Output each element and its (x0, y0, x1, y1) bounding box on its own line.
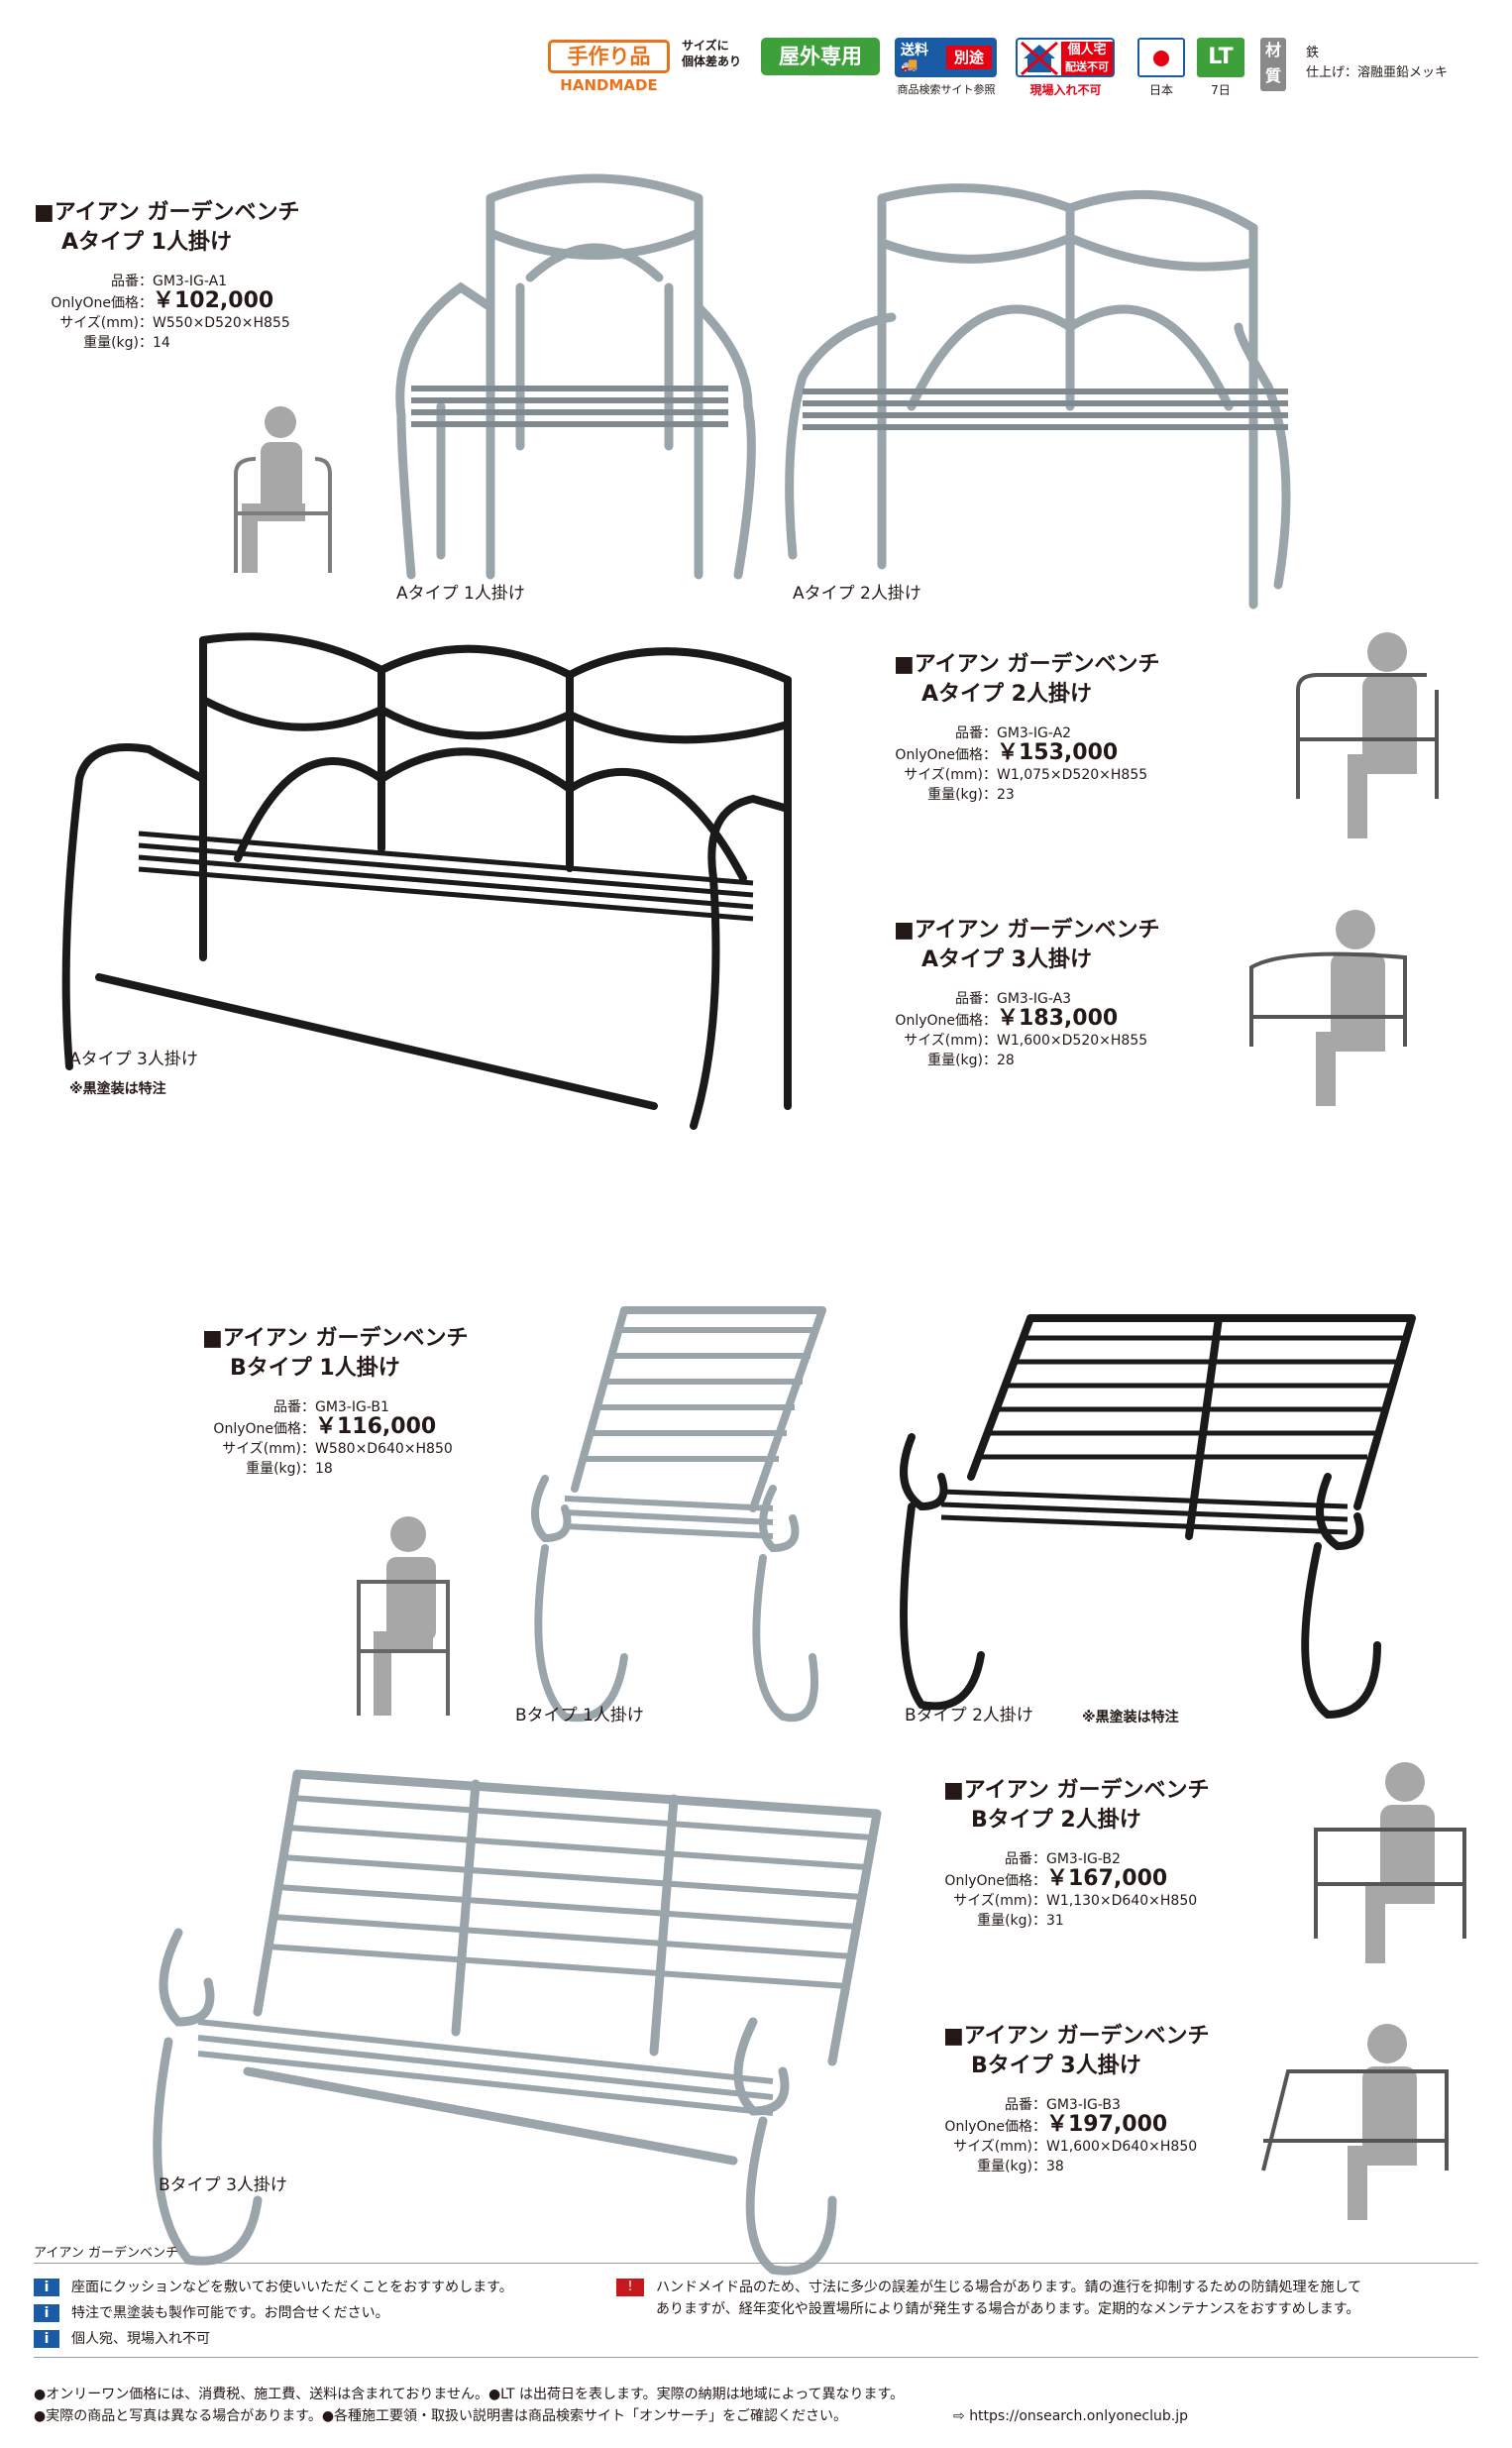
arrow-icon: ⇨ (953, 2408, 965, 2424)
product-weight: 28 (997, 1053, 1015, 1068)
shipping-badge: 送料 🚚 別途 (895, 38, 997, 77)
lead-time-value: 7日 (1211, 83, 1231, 97)
person-scale-icon (1296, 632, 1439, 838)
lead-time-badge: LT (1197, 38, 1244, 77)
bench-a1-caption: Aタイプ 1人掛け (396, 584, 525, 604)
size-variance-note: サイズに個体差あり (682, 39, 742, 68)
bench-a3-image (61, 632, 792, 1130)
product-price: ￥102,000 (153, 288, 274, 313)
product-b3-block: ■アイアン ガーデンベンチ Bタイプ 3人掛け 品番：GM3-IG-B3 Onl… (943, 2024, 1210, 2174)
bench-b2-image (900, 1314, 1416, 1720)
product-size: W580×D640×H850 (315, 1441, 453, 1457)
info-icon: i (34, 2304, 59, 2322)
product-weight: 31 (1046, 1913, 1064, 1929)
person-scale-icon (234, 406, 332, 573)
product-size: W1,130×D640×H850 (1046, 1893, 1198, 1909)
product-subtitle: Aタイプ 2人掛け (921, 682, 1092, 707)
footer-note: ●実際の商品と写真は異なる場合があります。●各種施工要領・取扱い説明書は商品検索… (34, 2408, 848, 2424)
product-weight: 18 (315, 1461, 333, 1477)
bench-b3-image (153, 1769, 882, 2276)
product-b2-block: ■アイアン ガーデンベンチ Bタイプ 2人掛け 品番：GM3-IG-B2 Onl… (943, 1778, 1210, 1929)
product-code: GM3-IG-B2 (1046, 1851, 1121, 1867)
no-site-delivery-label: 現場入れ不可 (1029, 83, 1102, 97)
product-code: GM3-IG-B1 (315, 1399, 389, 1415)
footer-note: ●オンリーワン価格には、消費税、施工費、送料は含まれておりません。●LT は出荷… (34, 2387, 905, 2402)
bench-a1-image (395, 173, 756, 580)
footer-divider (34, 2357, 1478, 2358)
bench-b2-caption: Bタイプ 2人掛け (905, 1706, 1033, 1725)
handmade-badge: 手作り品 (548, 40, 670, 73)
truck-icon: 🚚 (901, 57, 918, 73)
material-info: 鉄仕上げ：溶融亜鉛メッキ (1306, 46, 1449, 80)
product-title: ■アイアン ガーデンベンチ (943, 2024, 1210, 2049)
product-code: GM3-IG-A2 (997, 725, 1072, 741)
product-title: ■アイアン ガーデンベンチ (943, 1778, 1210, 1803)
house-cross-icon (1021, 41, 1058, 76)
no-home-delivery-badge: 個人宅 配送不可 (1016, 38, 1115, 77)
product-title: ■アイアン ガーデンベンチ (894, 652, 1160, 677)
product-code: GM3-IG-A1 (153, 274, 228, 289)
person-scale-icon (1314, 1762, 1466, 1963)
product-subtitle: Bタイプ 2人掛け (971, 1808, 1141, 1833)
info-icon: i (34, 2330, 59, 2348)
product-size: W1,075×D520×H855 (997, 767, 1148, 783)
japan-flag-icon (1137, 38, 1185, 77)
product-a1-block: ■アイアン ガーデンベンチ Aタイプ 1人掛け 品番：GM3-IG-A1 Onl… (34, 200, 300, 351)
product-title: ■アイアン ガーデンベンチ (894, 918, 1160, 943)
product-size: W1,600×D520×H855 (997, 1033, 1148, 1049)
product-code: GM3-IG-A3 (997, 991, 1072, 1007)
product-b1-block: ■アイアン ガーデンベンチ Bタイプ 1人掛け 品番：GM3-IG-B1 Onl… (202, 1326, 469, 1477)
product-size: W1,600×D640×H850 (1046, 2139, 1198, 2155)
product-size: W550×D520×H855 (153, 315, 290, 331)
shipping-sub-label: 商品検索サイト参照 (897, 83, 996, 96)
bench-b1-image (531, 1306, 826, 1723)
product-subtitle: Bタイプ 3人掛け (971, 2054, 1141, 2078)
footer-divider (34, 2263, 1478, 2264)
product-price: ￥183,000 (997, 1006, 1119, 1031)
person-scale-icon (357, 1516, 450, 1716)
bench-a2-caption: Aタイプ 2人掛け (793, 584, 921, 604)
person-scale-icon (1261, 2024, 1449, 2220)
product-price: ￥116,000 (315, 1414, 437, 1439)
product-subtitle: Aタイプ 1人掛け (61, 230, 232, 255)
bench-a2-image (785, 183, 1291, 610)
product-a2-block: ■アイアン ガーデンベンチ Aタイプ 2人掛け 品番：GM3-IG-A2 Onl… (894, 652, 1160, 803)
bench-a3-caption: Aタイプ 3人掛け (69, 1050, 198, 1069)
product-weight: 38 (1046, 2159, 1064, 2174)
black-paint-note-b2: ※黒塗装は特注 (1082, 1710, 1179, 1725)
product-price: ￥153,000 (997, 740, 1119, 765)
warning-row-2: ありますが、経年変化や設置場所により錆が発生する場合があります。定期的なメンテナ… (656, 2301, 1360, 2317)
black-paint-note: ※黒塗装は特注 (69, 1081, 166, 1097)
person-scale-icon (1249, 910, 1407, 1106)
handmade-sub-label: HANDMADE (560, 76, 658, 94)
product-title: ■アイアン ガーデンベンチ (34, 200, 300, 225)
product-title: ■アイアン ガーデンベンチ (202, 1326, 469, 1351)
product-a3-block: ■アイアン ガーデンベンチ Aタイプ 3人掛け 品番：GM3-IG-A3 Onl… (894, 918, 1160, 1068)
section-title: アイアン ガーデンベンチ (34, 2246, 178, 2261)
material-badge: 材質 (1260, 38, 1286, 91)
product-weight: 23 (997, 787, 1015, 803)
site-url[interactable]: ⇨ https://onsearch.onlyoneclub.jp (953, 2408, 1189, 2424)
warning-row: !ハンドメイド品のため、寸法に多少の誤差が生じる場合があります。錆の進行を抑制す… (616, 2278, 1361, 2297)
warning-icon: ! (616, 2279, 644, 2296)
product-subtitle: Bタイプ 1人掛け (230, 1356, 400, 1381)
bench-b1-caption: Bタイプ 1人掛け (515, 1706, 644, 1725)
outdoor-only-badge: 屋外専用 (761, 38, 880, 75)
info-icon: i (34, 2279, 59, 2296)
country-label: 日本 (1148, 83, 1173, 97)
product-subtitle: Aタイプ 3人掛け (921, 947, 1092, 972)
product-code: GM3-IG-B3 (1046, 2097, 1121, 2113)
bench-b3-caption: Bタイプ 3人掛け (159, 2175, 287, 2195)
product-weight: 14 (153, 335, 170, 351)
product-price: ￥197,000 (1046, 2112, 1168, 2137)
product-price: ￥167,000 (1046, 1866, 1168, 1891)
